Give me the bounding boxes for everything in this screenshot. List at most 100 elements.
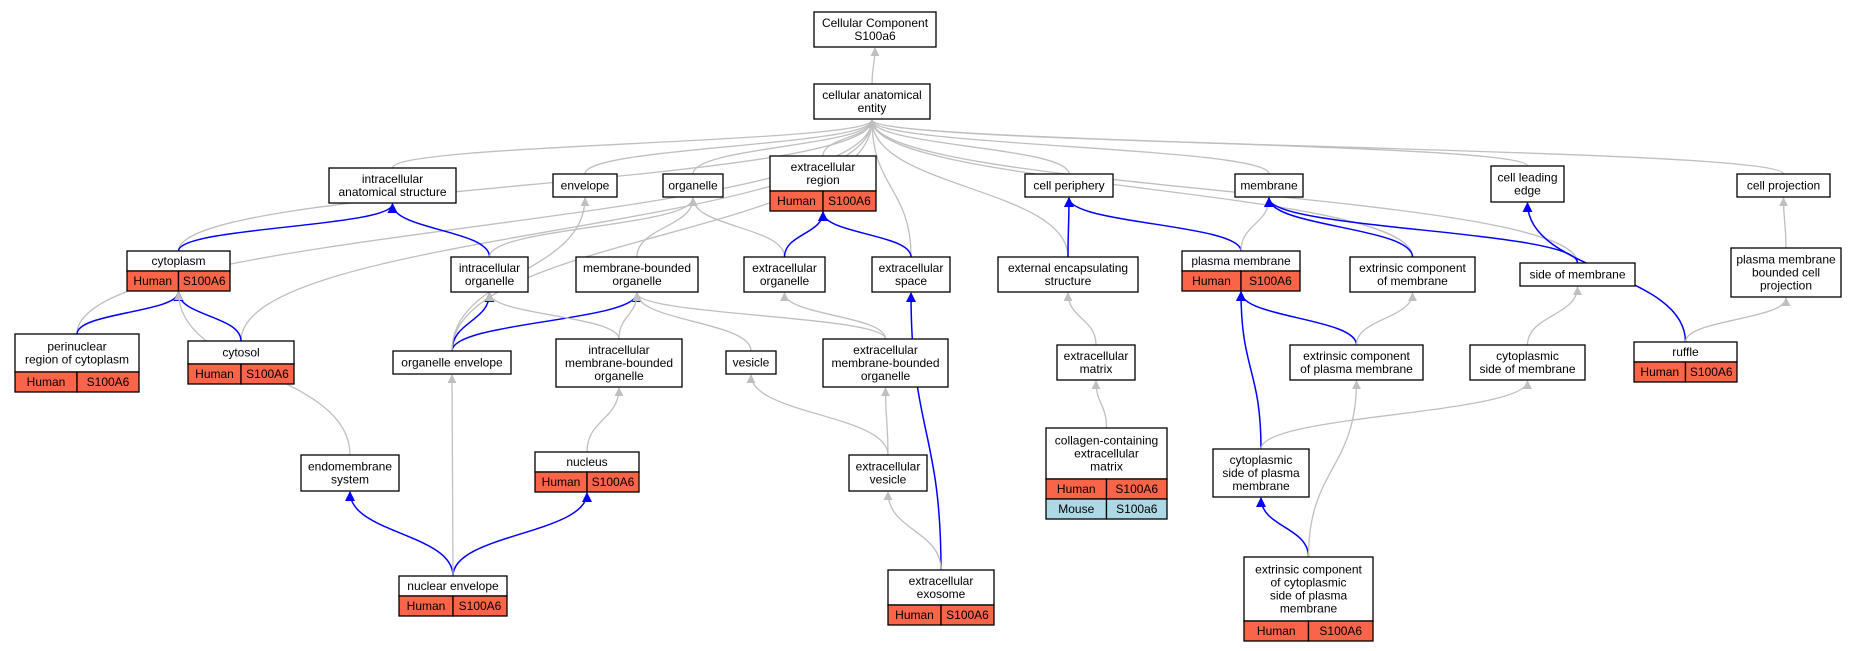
term-label: exosome bbox=[917, 587, 966, 601]
term-box[interactable] bbox=[1736, 173, 1831, 198]
term-node-membrane[interactable]: membrane bbox=[1234, 173, 1304, 198]
term-box[interactable] bbox=[1289, 344, 1424, 381]
term-label: side of membrane bbox=[1479, 362, 1575, 376]
gene-cell bbox=[1240, 270, 1301, 292]
organism-label: Human bbox=[1640, 365, 1679, 379]
term-label: nuclear envelope bbox=[407, 579, 499, 593]
part-of-edge-cytoplasm-to-ias bbox=[177, 203, 398, 252]
part-of-edge-ees-to-cellperiph bbox=[1063, 197, 1074, 258]
term-label: organelle bbox=[861, 369, 911, 383]
term-node-vesicle[interactable]: vesicle bbox=[725, 350, 777, 375]
term-label: intracellular bbox=[459, 261, 520, 275]
term-box[interactable] bbox=[1243, 556, 1374, 622]
term-label: Cellular Component bbox=[822, 16, 929, 30]
term-node-orgenv[interactable]: organelle envelope bbox=[392, 350, 512, 375]
term-box[interactable] bbox=[1490, 165, 1565, 203]
term-box[interactable] bbox=[1024, 173, 1114, 198]
term-box[interactable] bbox=[1349, 256, 1476, 293]
term-node-som[interactable]: side of membrane bbox=[1519, 262, 1636, 287]
term-box[interactable] bbox=[822, 338, 949, 388]
term-box[interactable] bbox=[1056, 344, 1136, 381]
term-box[interactable] bbox=[813, 83, 931, 120]
is-a-edge-orgenv-to-cae bbox=[451, 119, 877, 352]
term-box[interactable] bbox=[552, 173, 618, 198]
term-box[interactable] bbox=[1045, 427, 1168, 480]
term-label: region of cytoplasm bbox=[25, 353, 129, 367]
gene-label: S100A6 bbox=[246, 367, 289, 381]
term-node-cellproj[interactable]: cell projection bbox=[1736, 173, 1831, 198]
term-box[interactable] bbox=[997, 256, 1139, 293]
term-box[interactable] bbox=[743, 256, 826, 293]
term-node-ccecm[interactable]: collagen-containingextracellularmatrixHu… bbox=[1045, 427, 1168, 520]
term-box[interactable] bbox=[575, 256, 699, 293]
term-box[interactable] bbox=[662, 173, 724, 198]
term-label: extracellular bbox=[853, 343, 918, 357]
term-box[interactable] bbox=[555, 338, 683, 388]
term-box[interactable] bbox=[871, 256, 951, 293]
gene-label: S100a6 bbox=[1116, 502, 1158, 516]
term-label: of membrane bbox=[1377, 274, 1448, 288]
term-box[interactable] bbox=[328, 167, 457, 204]
term-box[interactable] bbox=[887, 569, 995, 606]
term-box[interactable] bbox=[450, 256, 529, 293]
part-of-edge-eccspm-to-cspm bbox=[1256, 497, 1310, 558]
organism-label: Human bbox=[1257, 624, 1296, 638]
term-box[interactable] bbox=[1519, 262, 1636, 287]
term-box[interactable] bbox=[725, 350, 777, 375]
term-label: side of plasma bbox=[1222, 466, 1300, 480]
term-label: membrane bbox=[1280, 602, 1338, 616]
gene-cell bbox=[1105, 498, 1168, 520]
organism-label: Human bbox=[542, 475, 581, 489]
term-box[interactable] bbox=[392, 350, 512, 375]
is-a-edge-nucleus-to-imbo bbox=[586, 387, 624, 453]
term-label: side of membrane bbox=[1529, 268, 1625, 282]
term-label: membrane-bounded bbox=[583, 261, 691, 275]
term-box[interactable] bbox=[1730, 247, 1842, 298]
is-a-edge-ruffle-to-pmbcp bbox=[1684, 297, 1791, 343]
gene-cell bbox=[822, 190, 877, 212]
term-box[interactable] bbox=[813, 11, 937, 48]
term-box[interactable] bbox=[848, 454, 928, 492]
term-box[interactable] bbox=[1469, 344, 1586, 381]
term-node-envelope[interactable]: envelope bbox=[552, 173, 618, 198]
term-box[interactable] bbox=[1212, 448, 1310, 498]
is-a-edge-cellproj-to-cae bbox=[867, 119, 1785, 175]
term-box[interactable] bbox=[1234, 173, 1304, 198]
is-a-edge-nucenv-to-orgenv bbox=[447, 374, 457, 577]
term-node-cellperiph[interactable]: cell periphery bbox=[1024, 173, 1114, 198]
term-box[interactable] bbox=[769, 155, 877, 192]
is-a-edge-mbo-to-organelle bbox=[636, 197, 698, 258]
term-node-organelle[interactable]: organelle bbox=[662, 173, 724, 198]
term-box[interactable] bbox=[300, 454, 400, 492]
is-a-edge-ecorg-to-organelle bbox=[688, 197, 786, 258]
